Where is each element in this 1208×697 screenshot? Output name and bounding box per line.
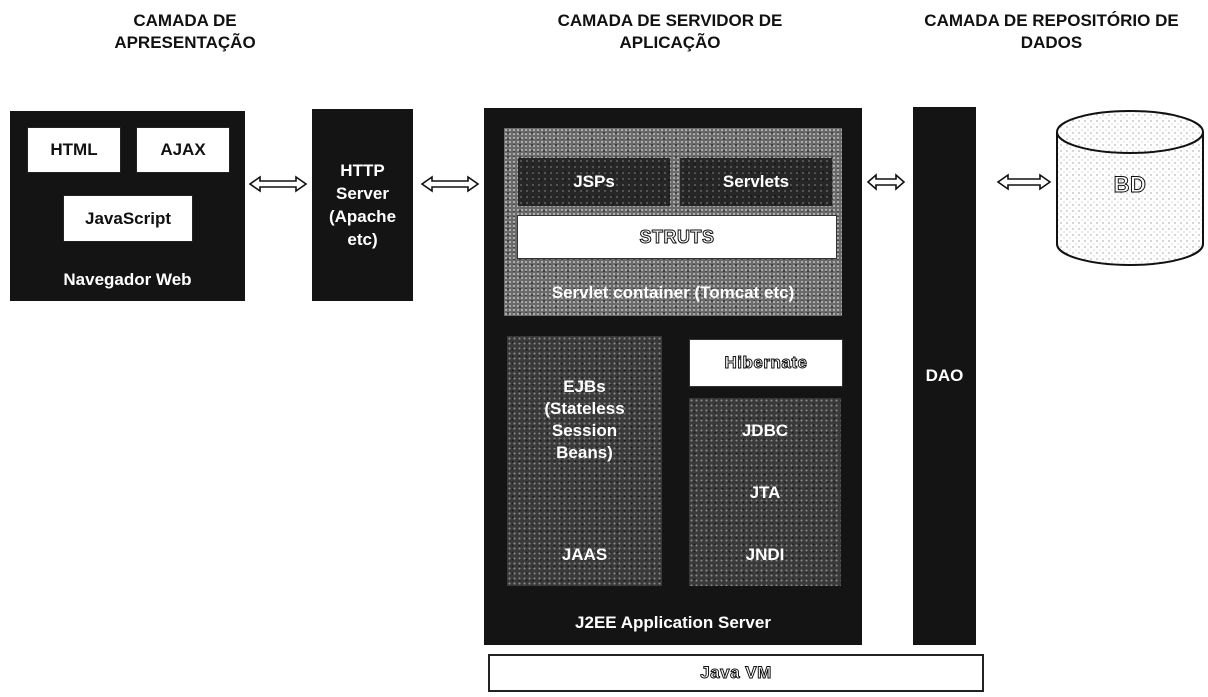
- java-vm-label: Java VM: [700, 663, 772, 683]
- struts-label: STRUTS: [639, 226, 715, 247]
- dao-block: DAO: [913, 107, 976, 645]
- servlet-container-block: JSPs Servlets STRUTS Servlet container (…: [504, 128, 842, 316]
- javascript-box: JavaScript: [63, 195, 193, 242]
- double-arrow-icon: [420, 175, 480, 193]
- struts-box: STRUTS: [517, 215, 837, 259]
- servlet-container-label: Servlet container (Tomcat etc): [551, 283, 795, 302]
- http-server-label: HTTP Server (Apache etc): [328, 161, 397, 249]
- web-browser-block: HTML AJAX JavaScript Navegador Web: [10, 111, 245, 301]
- database-label: BD: [1113, 172, 1147, 198]
- ejb-label: EJBs (Stateless Session Beans): [544, 377, 625, 462]
- jdbc-label: JDBC: [741, 421, 789, 440]
- hibernate-label: Hibernate: [724, 353, 808, 373]
- persistence-stack: JDBC JTA JNDI: [689, 398, 841, 586]
- double-arrow-icon: [248, 175, 308, 193]
- ejb-area: EJBs (Stateless Session Beans) JAAS: [507, 336, 662, 586]
- database-label-wrap: BD: [1054, 160, 1206, 210]
- servlets-label: Servlets: [722, 172, 790, 191]
- jsps-box: JSPs: [518, 158, 670, 206]
- jsps-label: JSPs: [573, 172, 615, 191]
- double-arrow-icon: [996, 173, 1052, 191]
- jaas-label: JAAS: [561, 545, 608, 564]
- j2ee-application-server-block: JSPs Servlets STRUTS Servlet container (…: [484, 108, 862, 645]
- web-browser-label: Navegador Web: [63, 270, 192, 289]
- http-server-block: HTTP Server (Apache etc): [312, 109, 413, 301]
- database-cylinder-icon: [1056, 110, 1204, 266]
- double-arrow-icon: [866, 173, 906, 191]
- header-presentation-layer: CAMADA DE APRESENTAÇÃO: [114, 11, 256, 52]
- header-app-server-layer: CAMADA DE SERVIDOR DE APLICAÇÃO: [557, 11, 783, 52]
- j2ee-application-server-label: J2EE Application Server: [575, 613, 771, 632]
- jta-label: JTA: [749, 483, 781, 502]
- header-data-repository-layer: CAMADA DE REPOSITÓRIO DE DADOS: [924, 11, 1179, 52]
- servlets-box: Servlets: [680, 158, 832, 206]
- jndi-label: JNDI: [745, 545, 785, 564]
- dao-label: DAO: [925, 366, 964, 385]
- java-vm-box: Java VM: [488, 654, 984, 692]
- hibernate-box: Hibernate: [689, 339, 843, 387]
- ajax-box: AJAX: [136, 127, 230, 173]
- html-box: HTML: [27, 127, 121, 173]
